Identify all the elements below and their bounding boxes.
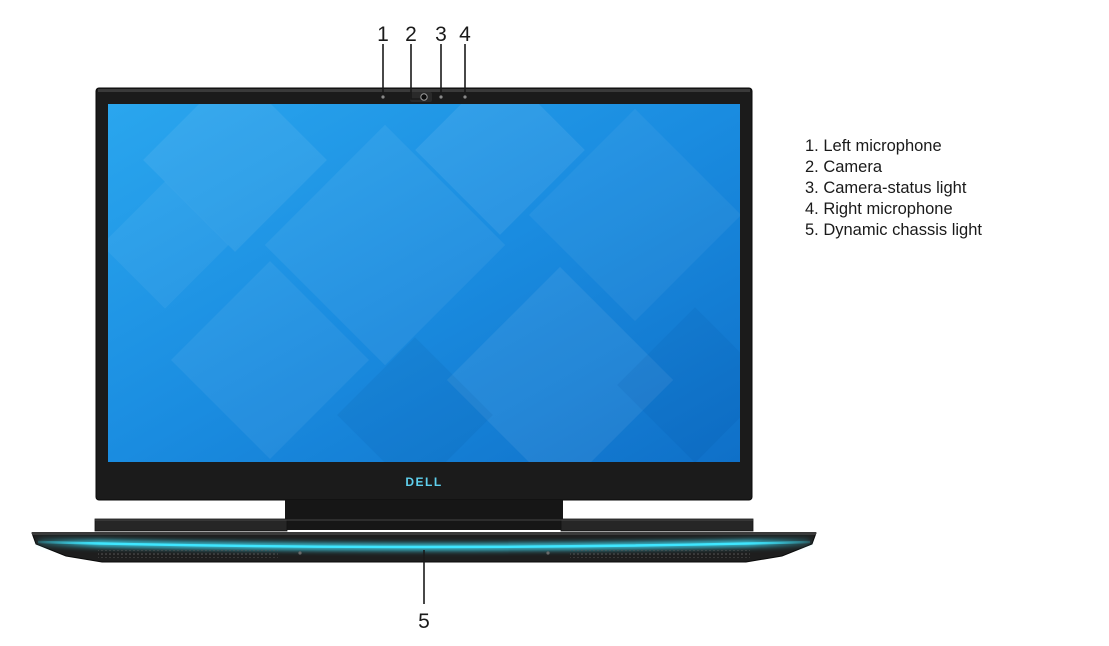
callout-3: 3 xyxy=(435,23,447,46)
speaker-grill-right xyxy=(570,550,750,558)
hinge-block xyxy=(285,500,563,530)
component-legend: 1. Left microphone 2. Camera 3. Camera-s… xyxy=(805,136,982,241)
dell-logo: DELL xyxy=(405,475,442,489)
left-microphone-icon xyxy=(381,95,385,99)
legend-item-left-microphone: 1. Left microphone xyxy=(805,137,942,155)
chassis-top-edge xyxy=(32,532,816,535)
hinge-bar-left xyxy=(94,518,288,532)
indicator-left-icon xyxy=(298,551,302,555)
camera-status-light-icon xyxy=(439,95,443,99)
lid-top-edge xyxy=(98,89,750,92)
callout-2-leader xyxy=(410,44,420,100)
legend-item-dynamic-chassis-light: 5. Dynamic chassis light xyxy=(805,221,982,239)
indicator-right-icon xyxy=(546,551,550,555)
callout-1: 1 xyxy=(377,23,389,46)
hinge-bar-right xyxy=(560,518,754,532)
callout-2: 2 xyxy=(405,23,417,46)
legend-item-camera-status-light: 3. Camera-status light xyxy=(805,179,967,197)
display-screen xyxy=(108,104,740,462)
legend-item-right-microphone: 4. Right microphone xyxy=(805,200,953,218)
camera-icon xyxy=(420,93,428,101)
legend-item-camera: 2. Camera xyxy=(805,158,883,176)
callout-4: 4 xyxy=(459,23,471,46)
wallpaper-pattern xyxy=(108,104,740,462)
speaker-grill-left xyxy=(98,550,278,558)
right-microphone-icon xyxy=(463,95,467,99)
chassis-light-strip xyxy=(37,540,811,549)
callout-5: 5 xyxy=(418,610,430,633)
